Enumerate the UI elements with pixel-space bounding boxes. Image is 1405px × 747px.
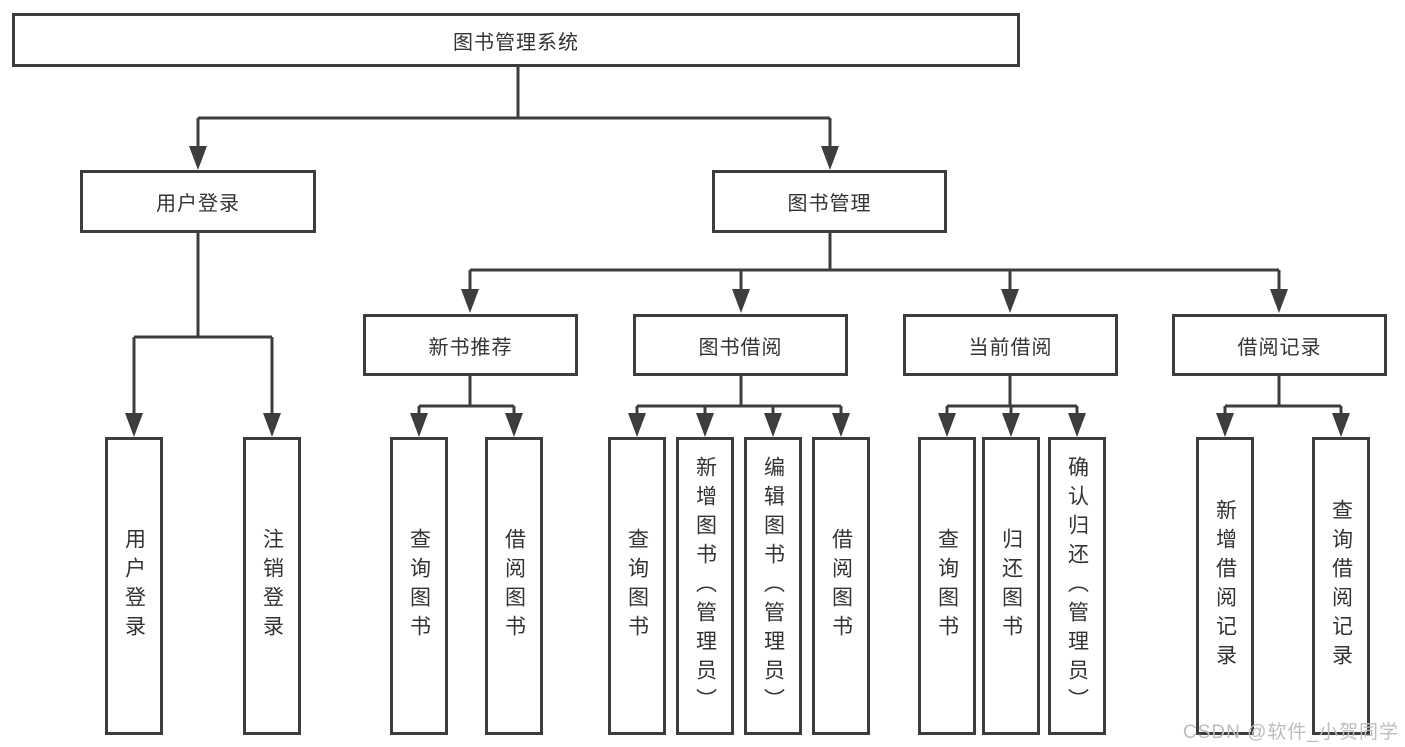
leaf-records-add-record-label: 新增借阅记录 xyxy=(1213,499,1237,673)
leaf-current-confirm-return-admin-label: 确认归还（管理员） xyxy=(1065,455,1089,717)
node-current-borrowing-label: 当前借阅 xyxy=(968,336,1053,359)
arrowhead-icons xyxy=(125,146,1350,437)
leaf-records-add-record: 新增借阅记录 xyxy=(1196,437,1254,735)
node-book-borrowing-label: 图书借阅 xyxy=(698,336,783,359)
csdn-watermark: CSDN @软件_小贺同学 xyxy=(1183,722,1399,743)
node-book-management: 图书管理 xyxy=(712,170,947,233)
leaf-current-query-books: 查询图书 xyxy=(918,437,976,735)
node-library-management-system: 图书管理系统 xyxy=(12,13,1020,67)
node-borrowing-records: 借阅记录 xyxy=(1172,314,1387,376)
leaf-current-return-books: 归还图书 xyxy=(982,437,1040,735)
node-book-borrowing: 图书借阅 xyxy=(633,314,848,376)
leaf-user-login: 用户登录 xyxy=(105,437,163,735)
node-library-management-system-label: 图书管理系统 xyxy=(453,31,579,54)
leaf-borrowing-borrow-books: 借阅图书 xyxy=(812,437,870,735)
leaf-logout-label: 注销登录 xyxy=(260,528,284,644)
node-new-book-recommend: 新书推荐 xyxy=(363,314,578,376)
leaf-borrowing-borrow-books-label: 借阅图书 xyxy=(829,528,853,644)
leaf-borrowing-edit-books-admin-label: 编辑图书（管理员） xyxy=(761,455,785,717)
leaf-borrowing-add-books-admin: 新增图书（管理员） xyxy=(676,437,734,735)
node-book-management-label: 图书管理 xyxy=(787,193,872,215)
node-user-login-label: 用户登录 xyxy=(156,193,240,215)
node-user-login: 用户登录 xyxy=(80,170,316,233)
leaf-records-query-record-label: 查询借阅记录 xyxy=(1329,499,1353,673)
leaf-current-query-books-label: 查询图书 xyxy=(935,528,959,644)
leaf-current-confirm-return-admin: 确认归还（管理员） xyxy=(1048,437,1106,735)
leaf-borrowing-query-books-label: 查询图书 xyxy=(625,528,649,644)
leaf-recommend-borrow-books-label: 借阅图书 xyxy=(502,528,526,644)
leaf-borrowing-add-books-admin-label: 新增图书（管理员） xyxy=(693,455,717,717)
node-new-book-recommend-label: 新书推荐 xyxy=(428,336,513,359)
node-borrowing-records-label: 借阅记录 xyxy=(1237,336,1322,359)
leaf-user-login-label: 用户登录 xyxy=(122,528,146,644)
leaf-current-return-books-label: 归还图书 xyxy=(999,528,1023,644)
leaf-borrowing-query-books: 查询图书 xyxy=(608,437,666,735)
leaf-logout: 注销登录 xyxy=(243,437,301,735)
leaf-recommend-query-books: 查询图书 xyxy=(390,437,448,735)
leaf-recommend-borrow-books: 借阅图书 xyxy=(485,437,543,735)
connector-lines xyxy=(132,67,1343,417)
leaf-borrowing-edit-books-admin: 编辑图书（管理员） xyxy=(744,437,802,735)
leaf-recommend-query-books-label: 查询图书 xyxy=(407,528,431,644)
leaf-records-query-record: 查询借阅记录 xyxy=(1312,437,1370,735)
node-current-borrowing: 当前借阅 xyxy=(903,314,1118,376)
